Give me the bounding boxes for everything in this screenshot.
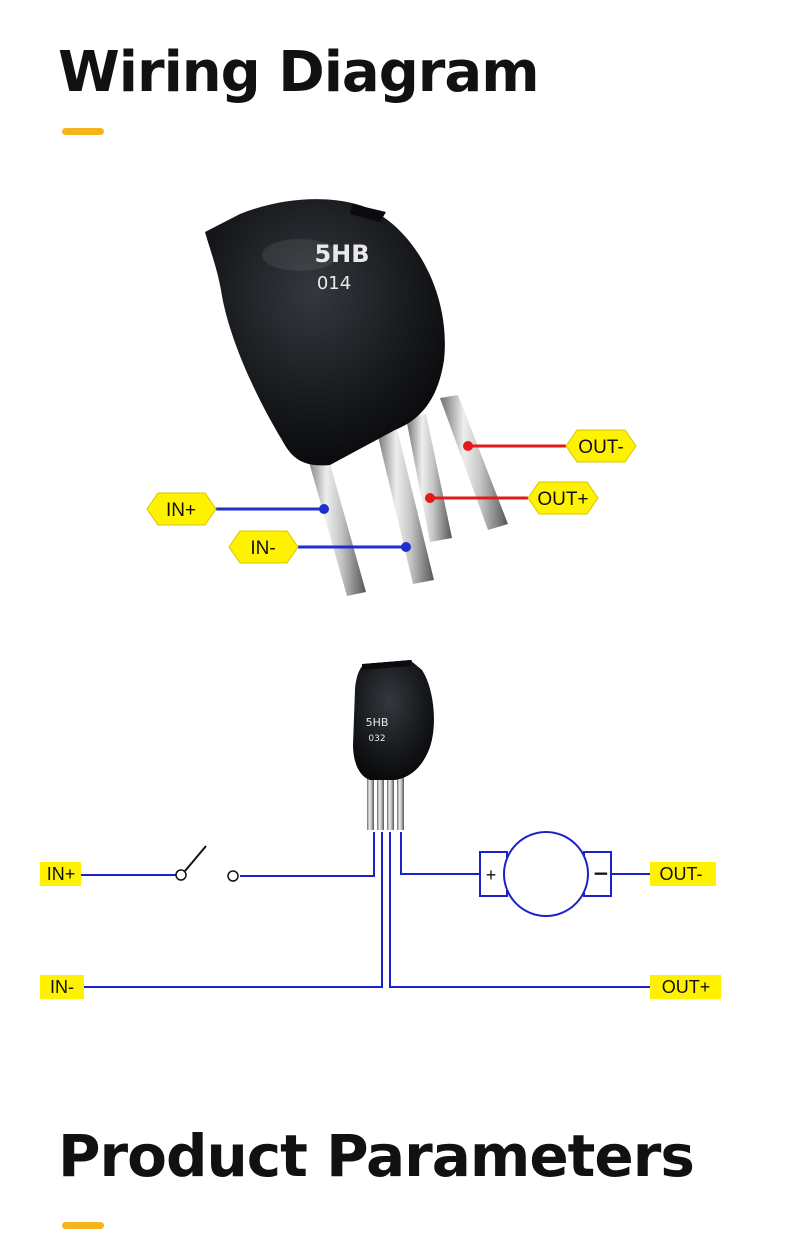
tag-out-plus: OUT+ bbox=[527, 481, 599, 515]
pin-out-minus bbox=[440, 395, 508, 530]
wire-pin4-to-motor bbox=[400, 832, 480, 875]
wire-in-minus bbox=[80, 832, 383, 988]
pin-tags: IN+ IN- OUT- OUT+ bbox=[146, 429, 637, 564]
title-accent-bar-2 bbox=[62, 1222, 104, 1229]
small-component-body bbox=[353, 660, 434, 780]
wire-out-plus bbox=[389, 832, 650, 988]
schematic-label-out-minus: OUT- bbox=[660, 864, 703, 884]
schematic-label-out-plus: OUT+ bbox=[662, 977, 711, 997]
title-accent-bar bbox=[62, 128, 104, 135]
component-photo-large: 5HB 014 bbox=[205, 199, 508, 596]
callout-wires bbox=[215, 441, 566, 552]
callout-dot-out-plus bbox=[425, 493, 435, 503]
component-marking-model: 5HB bbox=[314, 240, 369, 268]
schematic-label-bg-in-minus bbox=[40, 975, 84, 999]
section-title-wiring-diagram: Wiring Diagram bbox=[58, 40, 540, 105]
wire-switch-to-pin1 bbox=[240, 832, 375, 877]
circuit-schematic bbox=[80, 831, 650, 988]
tag-in-minus-text: IN- bbox=[250, 538, 275, 559]
switch-lever bbox=[184, 845, 207, 872]
schematic-label-in-plus: IN+ bbox=[47, 864, 76, 884]
tag-out-minus: OUT- bbox=[565, 429, 637, 463]
motor-minus-symbol: − bbox=[593, 861, 610, 885]
small-component-marking-code: 032 bbox=[368, 734, 385, 744]
callout-dot-in-plus bbox=[319, 504, 329, 514]
pin-in-minus bbox=[376, 425, 434, 584]
component-marking-code: 014 bbox=[317, 273, 351, 294]
callout-dot-out-minus bbox=[463, 441, 473, 451]
component-photo-small: 5HB 032 bbox=[353, 660, 434, 830]
tag-in-minus: IN- bbox=[228, 530, 299, 564]
component-pins bbox=[305, 395, 508, 596]
schematic-label-bg-out-minus bbox=[650, 862, 716, 886]
tag-out-plus-text: OUT+ bbox=[537, 489, 588, 510]
switch-contact-left bbox=[175, 869, 187, 881]
schematic-label-in-minus: IN- bbox=[50, 977, 74, 997]
component-body bbox=[205, 199, 445, 466]
motor-plus-symbol: + bbox=[486, 865, 497, 885]
component-top-flange bbox=[350, 204, 386, 222]
switch-contact-right bbox=[227, 870, 239, 882]
schematic-label-bg-in-plus bbox=[40, 862, 81, 886]
pin-in-plus bbox=[305, 446, 366, 596]
section-title-product-parameters: Product Parameters bbox=[58, 1122, 695, 1190]
component-highlight bbox=[262, 239, 338, 271]
motor-symbol bbox=[503, 831, 589, 917]
callout-dot-in-minus bbox=[401, 542, 411, 552]
tag-in-plus-text: IN+ bbox=[166, 500, 196, 521]
tag-in-plus: IN+ bbox=[146, 492, 217, 526]
schematic-label-bg-out-plus bbox=[650, 975, 721, 999]
pin-out-plus bbox=[406, 414, 452, 542]
small-component-marking-model: 5HB bbox=[366, 716, 389, 729]
tag-out-minus-text: OUT- bbox=[578, 437, 623, 458]
small-component-pins bbox=[367, 772, 404, 830]
schematic-labels: IN+ IN- OUT- OUT+ bbox=[40, 862, 721, 999]
